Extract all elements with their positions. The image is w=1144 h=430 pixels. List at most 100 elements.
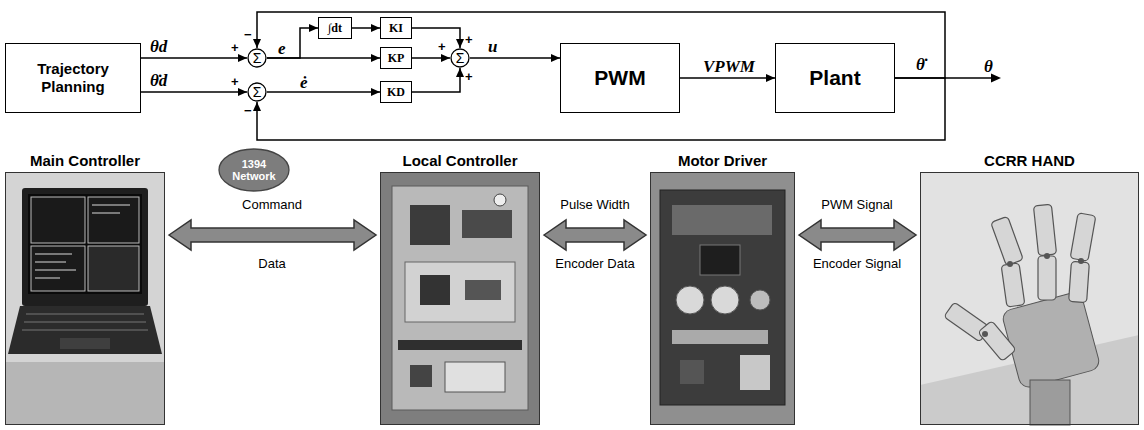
node-label: Plant <box>809 66 860 90</box>
controller-board-photo-part <box>410 365 432 387</box>
arrow-head <box>253 102 261 111</box>
controller-board-photo-part <box>398 340 522 350</box>
laptop-photo-part-part <box>35 261 66 263</box>
laptop-photo-part <box>88 197 139 243</box>
signal-line <box>141 91 247 93</box>
node-label: KI <box>389 22 403 34</box>
link-label: Pulse Width <box>560 198 629 211</box>
laptop-photo-part <box>28 194 142 294</box>
controller-board-photo-part <box>380 172 540 425</box>
gain-block: KD <box>380 81 412 103</box>
laptop-photo-part <box>22 188 148 306</box>
robot-hand-photo-part-part <box>1044 253 1050 259</box>
laptop-photo-part-part <box>92 204 130 206</box>
arrow-head <box>371 24 380 32</box>
laptop-photo-part-part <box>92 212 120 214</box>
robot-hand-photo-part-part <box>1007 261 1013 267</box>
sign-mark: + <box>465 70 473 83</box>
output-arrow-part <box>945 77 993 79</box>
controller-board-photo-part <box>405 262 515 322</box>
arrow-head <box>456 68 464 77</box>
arrow-head <box>238 54 247 62</box>
node-label: ∫dt <box>328 22 342 34</box>
sign-mark: − <box>244 104 252 117</box>
sign-mark: + <box>438 40 446 53</box>
laptop-photo-part <box>60 338 110 349</box>
signal-label: θ̇ <box>916 56 925 73</box>
motor-driver-photo-part <box>672 205 772 235</box>
signal-label: θ <box>984 58 993 75</box>
double-arrow <box>544 220 646 250</box>
laptop-photo-part <box>31 197 85 243</box>
arrow-head <box>456 39 464 48</box>
robot-hand-photo-part <box>982 253 1084 337</box>
signal-line <box>680 77 775 79</box>
motor-driver-photo-part <box>700 245 740 275</box>
robot-hand-photo-part-part <box>991 216 1024 265</box>
motor-driver-photo-part <box>672 330 768 344</box>
network-ellipse: 1394 Network <box>218 148 290 192</box>
photo-panel: Main Controller <box>5 172 165 425</box>
sign-mark: + <box>231 41 239 54</box>
signal-line <box>470 57 560 59</box>
signal-line <box>412 68 460 92</box>
laptop-photo-part <box>8 306 162 354</box>
node-label: KD <box>387 86 405 98</box>
signal-line <box>412 28 460 48</box>
circle-outline <box>248 49 266 67</box>
arrow-head <box>371 54 380 62</box>
photo-panel: Local Controller <box>380 172 540 425</box>
summing-junction: Σ <box>247 82 267 102</box>
pwm-block: PWM <box>560 43 680 113</box>
summing-junction: Σ <box>450 48 470 68</box>
circle-outline <box>248 83 266 101</box>
laptop-photo-part <box>31 246 85 291</box>
plant-block: Plant <box>775 43 895 113</box>
robot-hand-photo-part-part <box>978 321 1016 362</box>
laptop-photo-part-part <box>26 313 144 315</box>
robot-hand-photo-part-part <box>1033 204 1056 256</box>
double-arrow <box>169 220 376 250</box>
motor-driver-photo-part <box>680 360 704 384</box>
laptop-photo <box>5 172 165 425</box>
signal-label: θd <box>150 38 167 55</box>
photo-panel: CCRR HAND <box>920 172 1139 425</box>
controller-board-photo-part <box>465 280 501 300</box>
robot-hand-photo <box>920 172 1139 425</box>
laptop-photo-part-part <box>35 269 76 271</box>
motor-driver-photo-part <box>650 172 795 425</box>
motor-driver-photo-part <box>750 290 770 310</box>
arrow-head <box>766 74 775 82</box>
node-label: Σ <box>253 51 262 65</box>
laptop-photo-part <box>88 246 139 291</box>
signal-label: ė <box>300 74 308 91</box>
laptop-photo-part <box>35 205 130 278</box>
robot-hand-photo-part <box>944 204 1096 361</box>
panel-heading: Local Controller <box>402 152 517 169</box>
motor-driver-photo-part <box>711 286 739 314</box>
signal-label: θ̇d <box>150 72 167 89</box>
laptop-photo-part <box>5 362 165 425</box>
gain-block: KP <box>380 47 412 69</box>
circle-outline <box>451 49 469 67</box>
robot-hand-photo-part-part <box>1069 261 1090 302</box>
robot-hand-photo-part-part <box>1038 256 1056 300</box>
controller-board-photo-part <box>420 275 450 305</box>
arrow-head <box>371 88 380 96</box>
double-arrow <box>799 220 916 250</box>
sign-mark: + <box>465 33 473 46</box>
arrow-head <box>441 54 450 62</box>
robot-hand-photo-part <box>920 172 1139 425</box>
robot-hand-photo-part-part <box>1078 258 1084 264</box>
node-label: PWM <box>594 66 645 90</box>
link-label: Encoder Data <box>555 257 635 270</box>
controller-board-photo-part <box>462 210 512 238</box>
photo-panel: Motor Driver <box>650 172 795 425</box>
robot-hand-photo-part <box>1030 380 1070 425</box>
controller-board-photo-part <box>392 186 528 410</box>
laptop-photo-part-part <box>24 321 146 323</box>
robot-hand-photo-part-part <box>1001 263 1025 307</box>
robot-hand-photo-part-part <box>944 302 990 342</box>
robot-hand-photo-part-part <box>982 331 988 337</box>
laptop-photo-part <box>5 172 165 425</box>
